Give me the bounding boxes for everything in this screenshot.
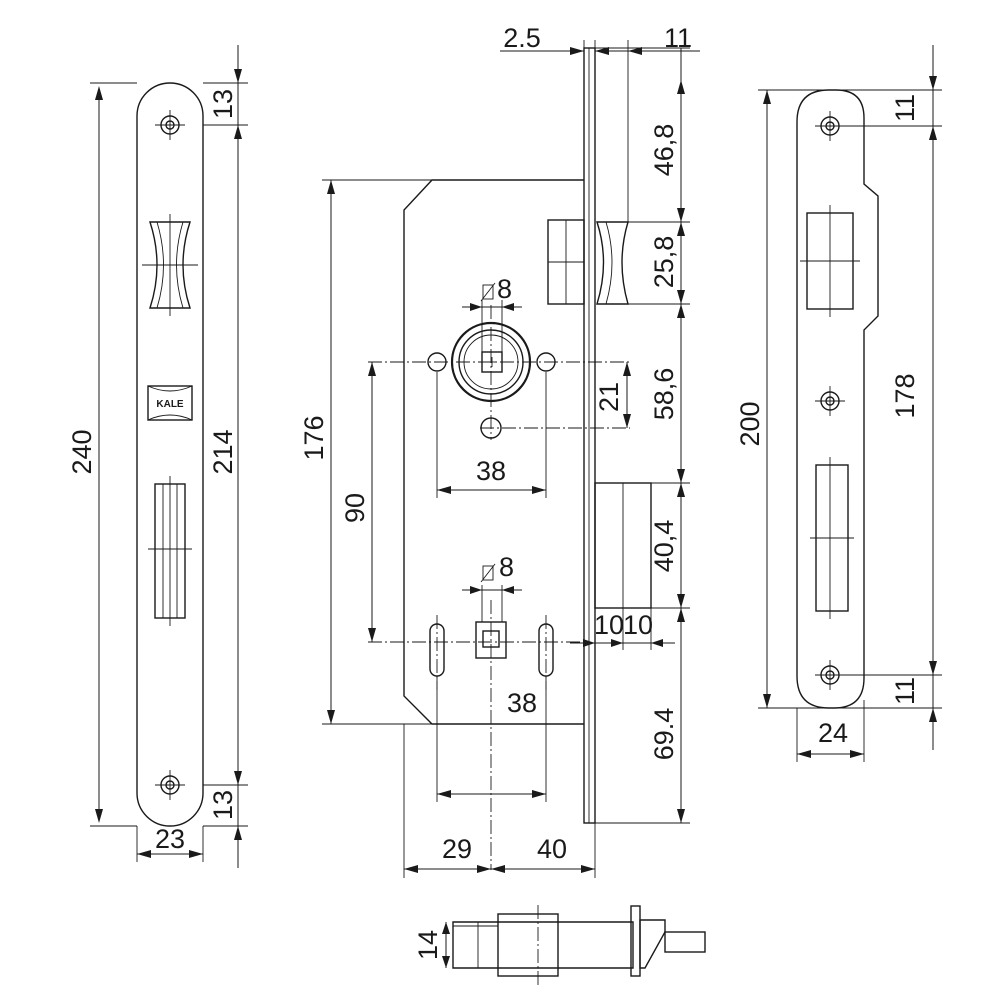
dim-section-thickness: 14	[413, 930, 443, 960]
spindle-hub	[427, 321, 556, 439]
strike-plate-view: 200 178 11 11 24	[735, 45, 942, 762]
dead-bolt	[594, 482, 652, 609]
lock-body-view: 2.5 11 46,8 25,8 58,6 40,4 69.4 21	[299, 23, 700, 878]
dim-strike-height: 200	[735, 401, 765, 446]
lock-case-outline	[403, 179, 584, 725]
dim-faceplate-screw-spacing: 214	[208, 429, 238, 474]
brand-logo: KALE	[147, 385, 193, 421]
section-view: 14	[413, 905, 706, 985]
dim-spindle-size: 8	[497, 274, 512, 304]
dim-backset: 40	[537, 834, 567, 864]
dim-spindle-to-key: 90	[340, 493, 370, 523]
dim-bolt-width-a: 10	[594, 610, 624, 640]
dim-faceplate-length: 240	[67, 429, 97, 474]
dim-faceplate-top-offset: 13	[208, 89, 238, 119]
strike-latch-opening	[800, 205, 860, 317]
dim-latch-offset: 11	[664, 23, 692, 53]
faceplate-outline	[136, 82, 204, 827]
dim-hole-spacing-bottom: 38	[507, 688, 537, 718]
dim-backset-rear: 29	[442, 834, 472, 864]
dim-latch-to-bolt: 58,6	[649, 368, 679, 421]
strike-bottom-screw-icon	[815, 660, 845, 690]
strike-top-screw-icon	[815, 111, 845, 141]
diameter-symbol-icon-2	[480, 563, 496, 583]
diameter-symbol-icon	[480, 282, 496, 302]
lock-front-plate	[583, 47, 596, 824]
dim-bolt-width-b: 10	[623, 610, 653, 640]
dim-strike-bottom-offset: 11	[890, 677, 920, 705]
key-hole	[429, 621, 554, 677]
strike-bolt-opening	[810, 457, 854, 619]
dim-strike-top-offset: 11	[890, 94, 920, 122]
dim-faceplate-bottom-offset: 13	[208, 790, 238, 820]
dim-bolt-height: 40,4	[649, 520, 679, 573]
dim-top-to-latch: 46,8	[649, 124, 679, 177]
dim-latch-height: 25,8	[649, 236, 679, 289]
strike-middle-screw-icon	[815, 386, 845, 416]
dim-bolt-to-bottom: 69.4	[649, 708, 679, 761]
strike-plate-outline	[796, 89, 879, 709]
dim-plate-thickness: 2.5	[503, 23, 541, 53]
dim-rosette-offset: 21	[594, 382, 624, 412]
dim-strike-width: 24	[818, 718, 848, 748]
faceplate-bottom-screw-icon	[155, 770, 185, 800]
faceplate-top-screw-icon	[155, 110, 185, 140]
faceplate-bolt-opening	[148, 476, 192, 626]
dim-strike-inner: 178	[890, 373, 920, 418]
dim-faceplate-width: 23	[155, 824, 185, 854]
brand-label: KALE	[156, 399, 184, 410]
latch-bolt	[547, 219, 629, 305]
dim-cylinder-size: 8	[499, 552, 514, 582]
dim-body-height: 176	[299, 415, 329, 460]
faceplate-latch-opening	[142, 214, 198, 316]
faceplate-view: KALE 240 214 13 13	[67, 45, 248, 868]
dim-hole-spacing-top: 38	[476, 456, 506, 486]
